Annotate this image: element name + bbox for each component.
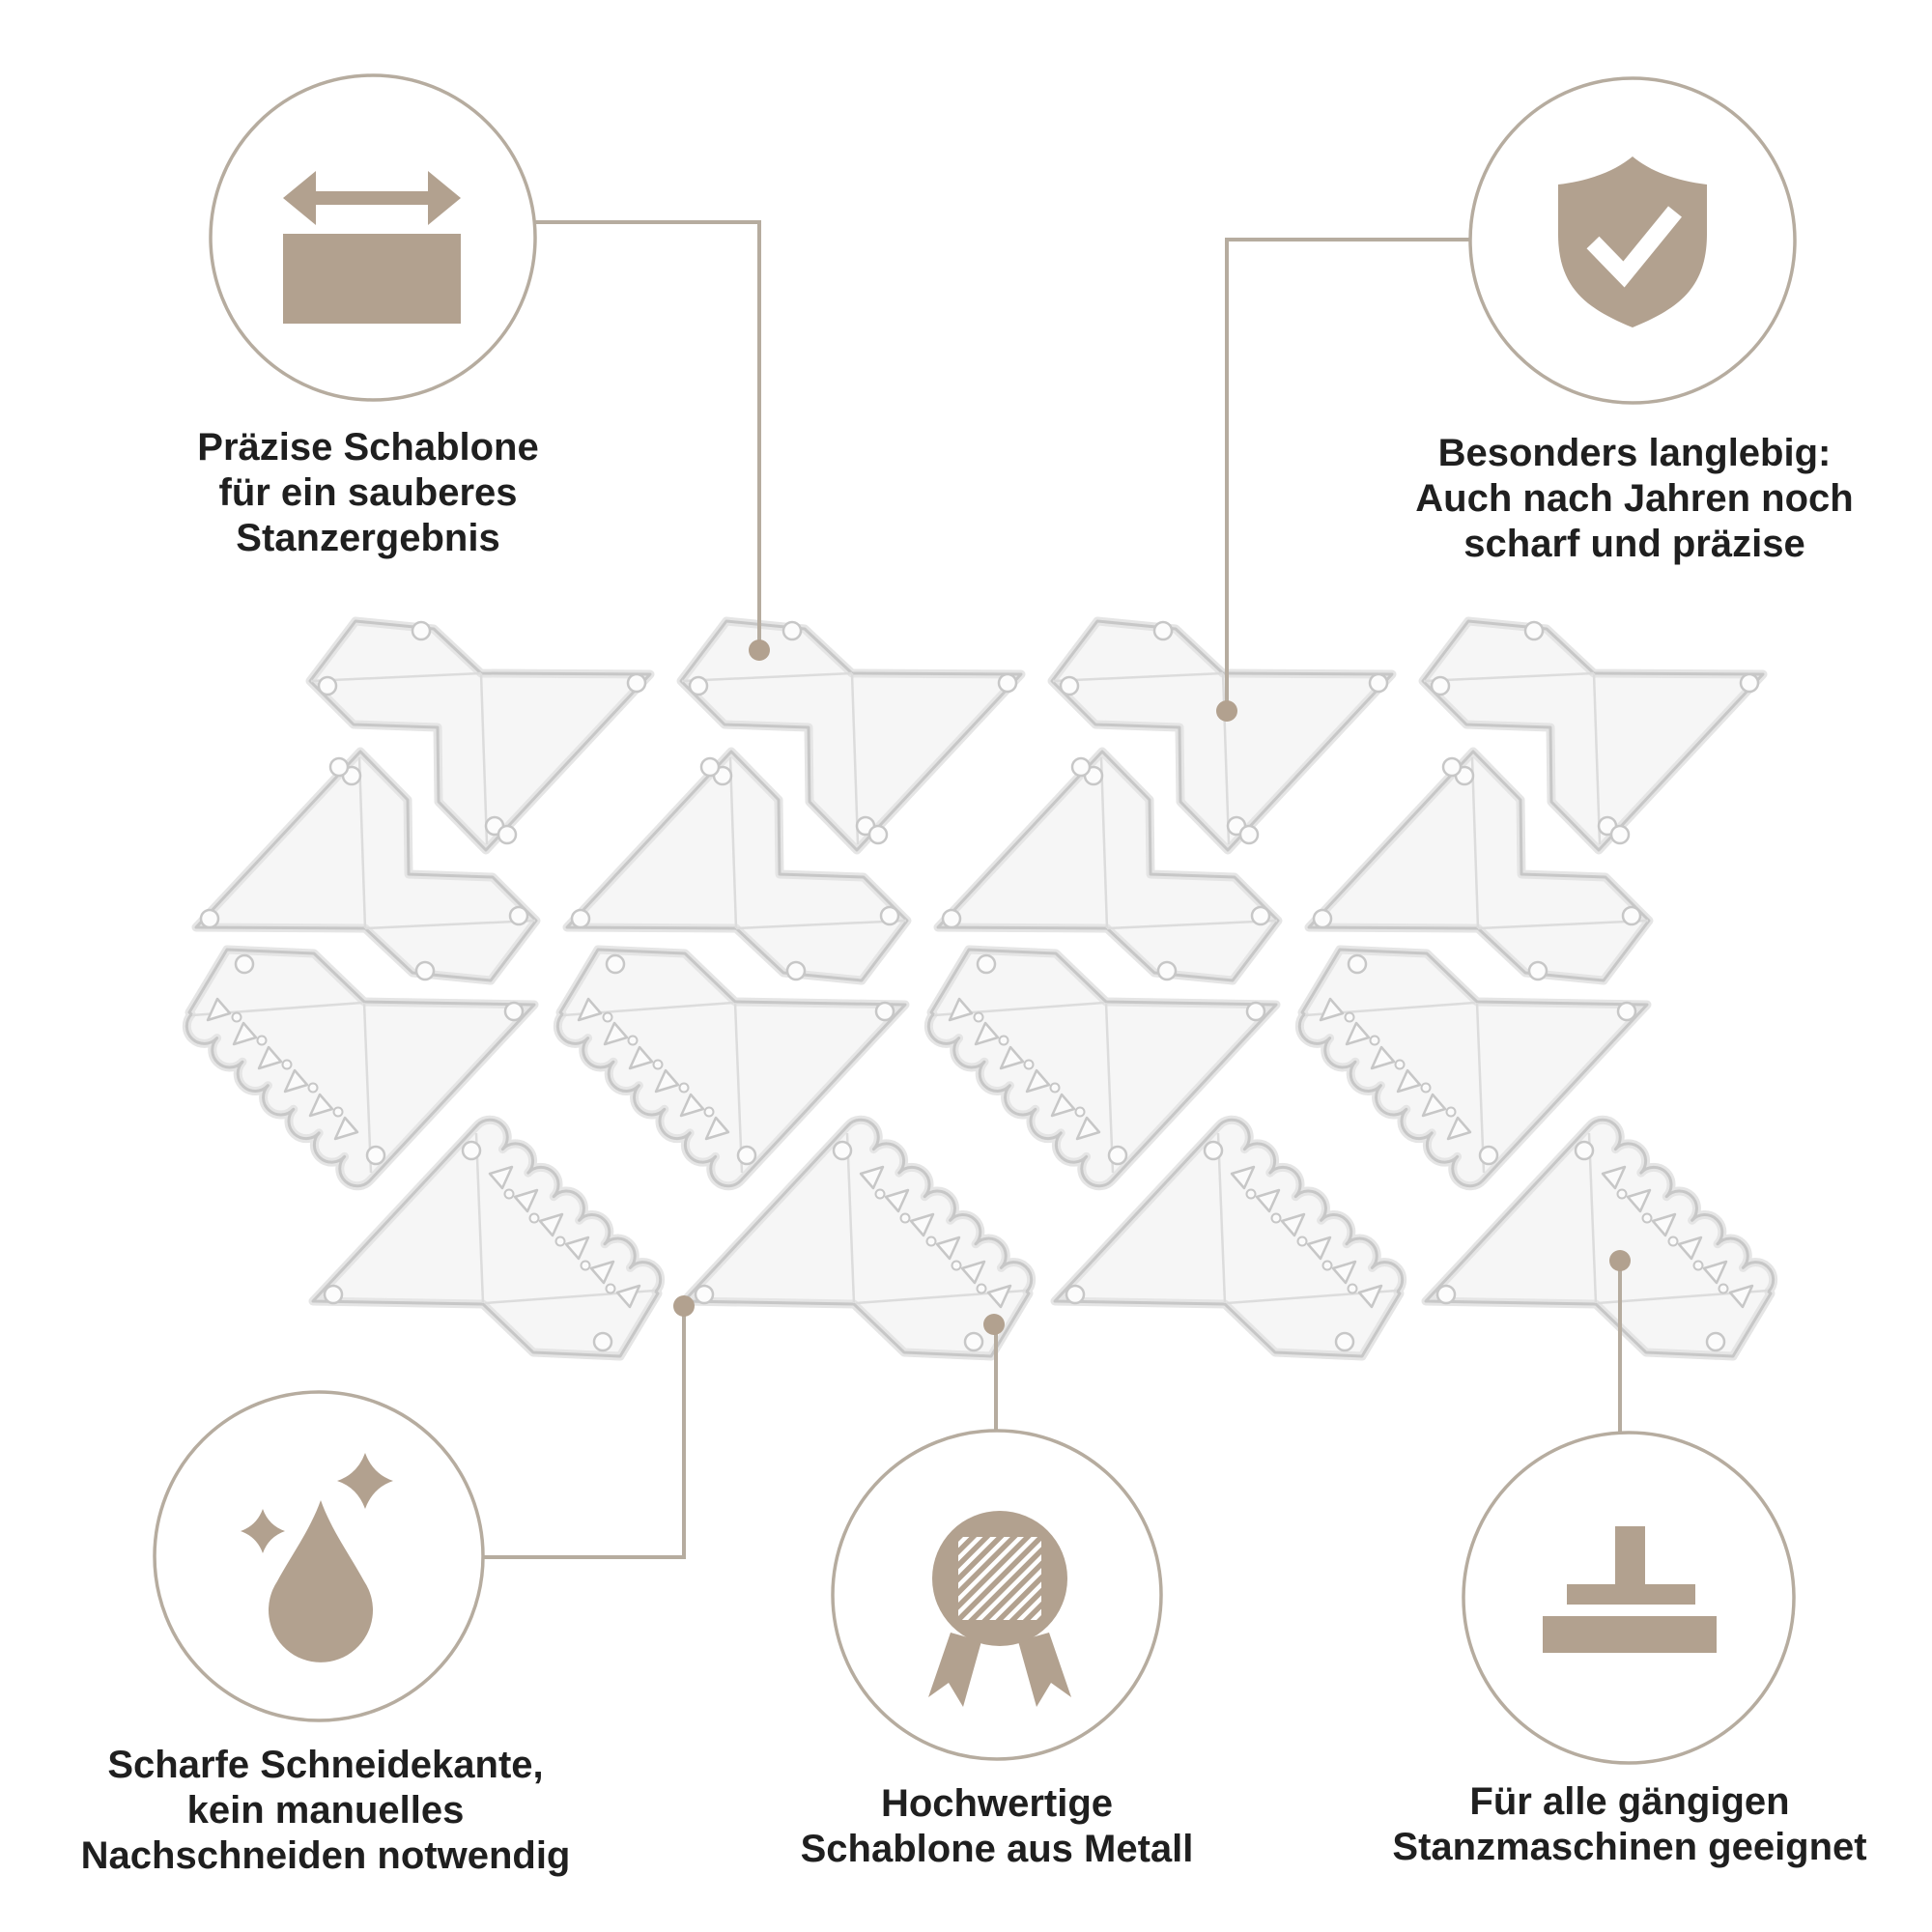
die-corner-lace [1421, 1115, 1778, 1361]
die-corner-lace [923, 945, 1281, 1191]
feature-badge-schneidekante [153, 1390, 485, 1722]
feature-badge-stanzmaschinen [1462, 1431, 1796, 1765]
caption-line: Scharfe Schneidekante, [107, 1744, 544, 1786]
caption-line: für ein sauberes [218, 471, 518, 514]
die-corner-plain [1418, 616, 1768, 855]
caption-line: Schablone aus Metall [800, 1828, 1194, 1870]
feature-badge-metall [831, 1429, 1163, 1761]
caption-line: Stanzergebnis [236, 517, 500, 559]
connector-dot [1216, 700, 1237, 722]
die-corner-lace [1050, 1115, 1407, 1361]
feature-caption-stanzmaschinen: Für alle gängigen Stanzmaschinen geeigne… [1392, 1779, 1866, 1870]
die-corner-lace [553, 945, 910, 1191]
feature-caption-praezise: Präzise Schablone für ein sauberes Stanz… [197, 425, 538, 561]
shield-check-icon [1558, 156, 1707, 327]
feature-caption-metall: Hochwertige Schablone aus Metall [801, 1781, 1194, 1872]
caption-line: Nachschneiden notwendig [80, 1834, 571, 1877]
die-corner-lace [182, 945, 539, 1191]
die-corner-plain [191, 747, 541, 985]
caption-line: Hochwertige [880, 1782, 1114, 1825]
connector-dot [673, 1295, 695, 1317]
feature-caption-langlebig: Besonders langlebig: Auch nach Jahren no… [1415, 431, 1853, 567]
die-corner-plain [1047, 616, 1397, 855]
die-corner-lace [1294, 945, 1652, 1191]
award-medal-icon [928, 1511, 1071, 1707]
connector-dot [1609, 1250, 1631, 1271]
caption-line: Präzise Schablone [197, 426, 539, 469]
die-corner-lace [308, 1115, 666, 1361]
caption-line: scharf und präzise [1463, 523, 1805, 565]
width-arrow-plate-icon [283, 171, 461, 324]
caption-line: Besonders langlebig: [1437, 432, 1832, 474]
die-corner-plain [562, 747, 912, 985]
connector-line [534, 220, 761, 650]
callout-connectors [483, 220, 1631, 1559]
droplet-sparkles-icon [241, 1453, 393, 1662]
die-cut-press-icon [1543, 1526, 1717, 1653]
die-corner-plain [305, 616, 655, 855]
caption-line: kein manuelles [186, 1789, 465, 1832]
die-corner-plain [1304, 747, 1654, 985]
connector-dot [983, 1314, 1005, 1335]
feature-badge-praezise [209, 73, 537, 402]
caption-line: Für alle gängigen [1469, 1780, 1790, 1823]
die-corner-plain [676, 616, 1026, 855]
connector-line [483, 1306, 686, 1559]
die-set-photo [182, 616, 1778, 1361]
die-corner-lace [679, 1115, 1037, 1361]
connector-line [1225, 238, 1470, 711]
caption-line: Stanzmaschinen geeignet [1392, 1826, 1867, 1868]
connector-dot [749, 639, 770, 661]
feature-badge-langlebig [1468, 76, 1797, 405]
caption-line: Auch nach Jahren noch [1415, 477, 1854, 520]
die-corner-plain [933, 747, 1283, 985]
feature-caption-schneidekante: Scharfe Schneidekante, kein manuelles Na… [81, 1743, 571, 1879]
